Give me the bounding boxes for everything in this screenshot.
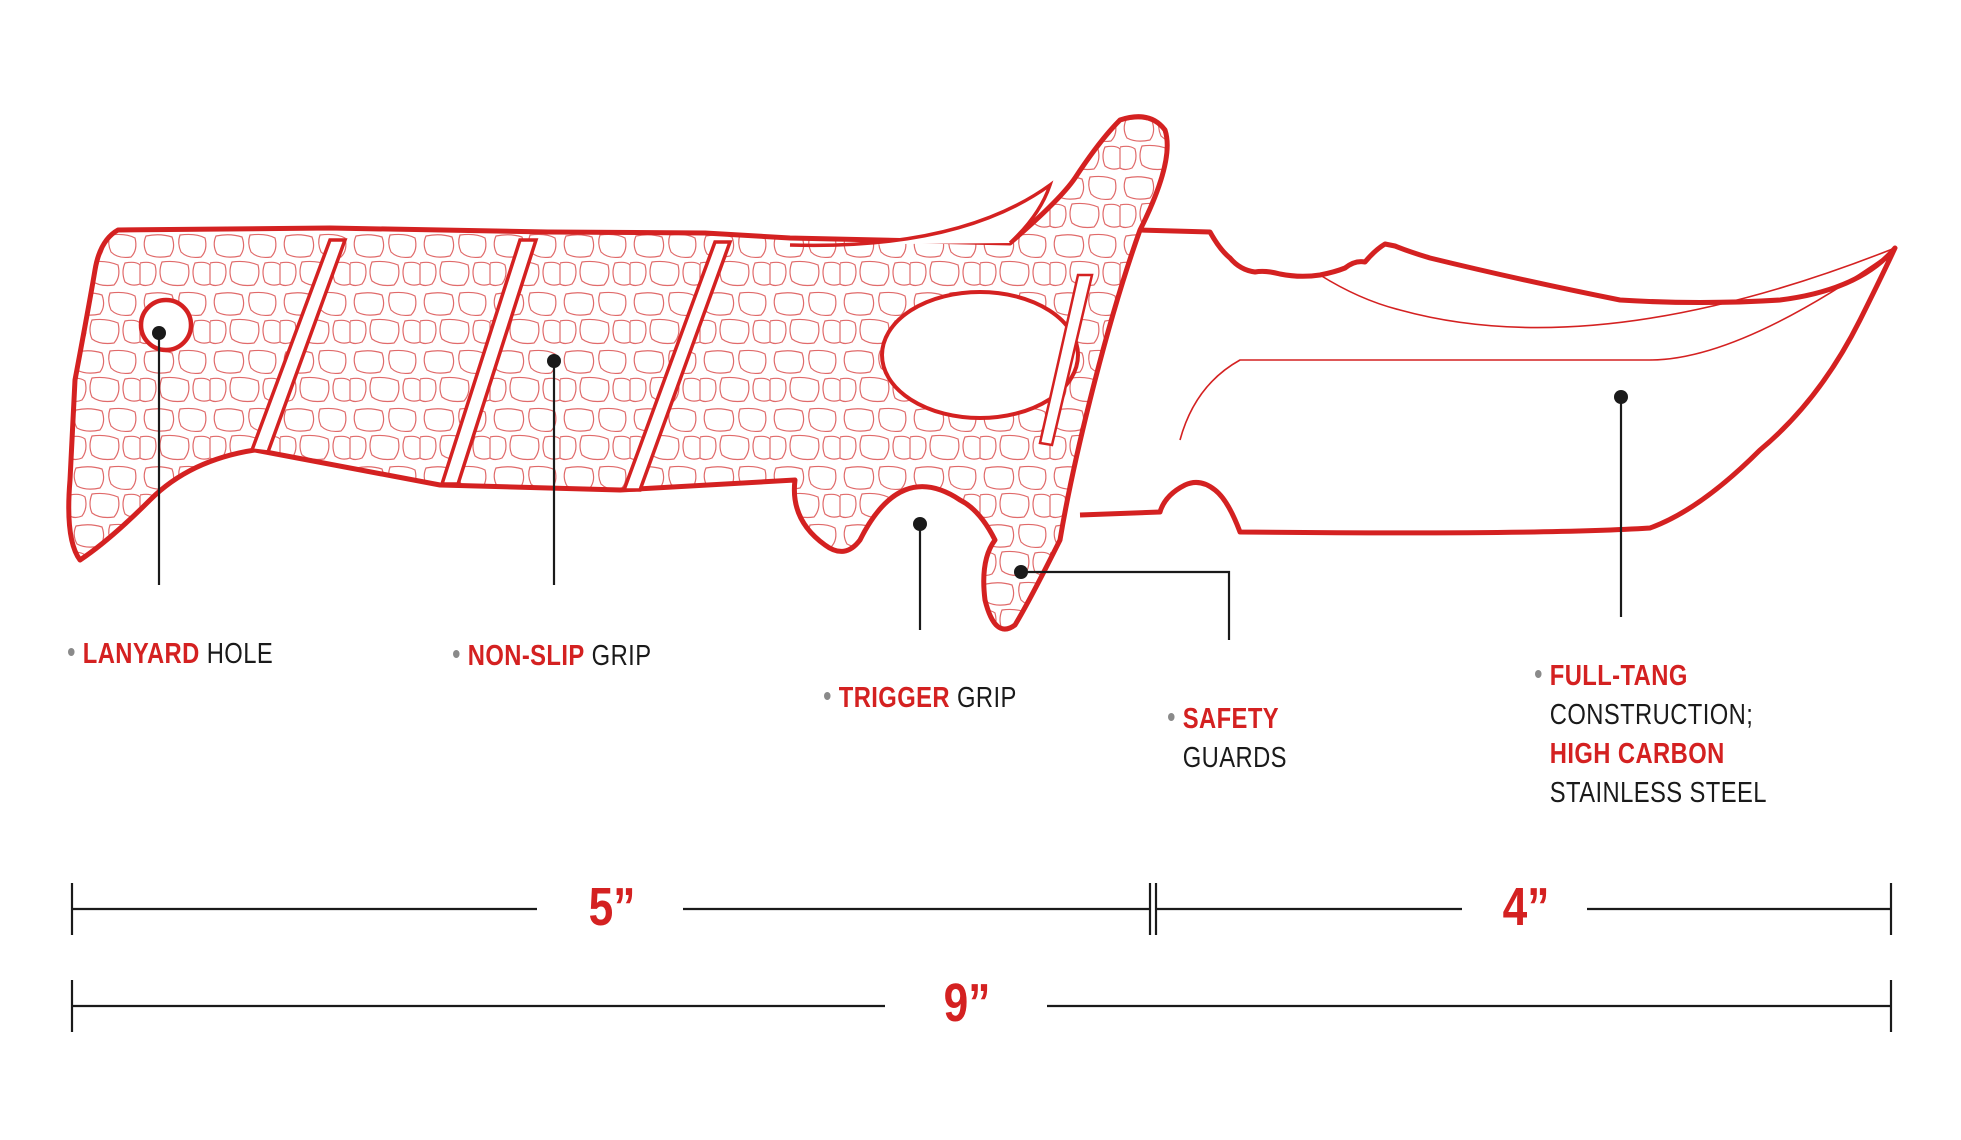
blade-outline <box>1079 227 1898 536</box>
callout-highlight: LANYARD <box>82 638 200 670</box>
bullet-icon <box>824 692 831 701</box>
overall-length-label: 9” <box>943 973 991 1033</box>
callout-safety-guards: SAFETY GUARDS <box>1168 700 1287 778</box>
bullet-icon <box>1168 713 1175 722</box>
grip-band-1 <box>249 238 348 454</box>
grip-band-2 <box>439 238 539 486</box>
callout-full-tang: FULL-TANG CONSTRUCTION; HIGH CARBON STAI… <box>1535 657 1767 813</box>
callout-highlight: SAFETY <box>1182 703 1280 735</box>
callout-non-slip-grip: NON-SLIP GRIP <box>453 637 651 676</box>
callout-text: GRIP <box>591 640 652 672</box>
callout-text: CONSTRUCTION; <box>1549 699 1754 731</box>
safety-marker <box>1014 565 1028 579</box>
callout-highlight: TRIGGER <box>838 682 950 714</box>
callout-text: HOLE <box>206 638 274 670</box>
blade-grind-line <box>1179 249 1896 441</box>
leader-lines <box>157 335 1623 640</box>
blade-length-label: 4” <box>1502 877 1550 937</box>
non-slip-marker <box>547 354 561 368</box>
bullet-icon <box>1535 670 1542 679</box>
callout-text: GRIP <box>956 682 1017 714</box>
leader-dots <box>152 326 1628 579</box>
thumb-oval <box>880 290 1080 420</box>
callout-text: GUARDS <box>1182 742 1287 774</box>
trigger-marker <box>913 517 927 531</box>
dimension-lines <box>70 883 1893 1032</box>
callout-lanyard-hole: LANYARD HOLE <box>68 635 273 674</box>
grip-band-3 <box>621 240 733 492</box>
full-tang-marker <box>1614 390 1628 404</box>
callout-trigger-grip: TRIGGER GRIP <box>824 679 1017 718</box>
blade-bevel-line <box>1319 247 1896 329</box>
handle-outline <box>66 114 1170 632</box>
handle-length-label: 5” <box>588 877 636 937</box>
guard-groove <box>789 180 1054 248</box>
callout-highlight-2: HIGH CARBON <box>1549 738 1725 770</box>
handle <box>66 114 1170 632</box>
lanyard-marker <box>152 326 166 340</box>
callout-highlight: NON-SLIP <box>467 640 585 672</box>
callout-text-2: STAINLESS STEEL <box>1549 777 1767 809</box>
blade <box>1079 227 1898 536</box>
bullet-icon <box>453 650 460 659</box>
guard-slot <box>1038 273 1094 447</box>
bullet-icon <box>68 648 75 657</box>
callout-highlight: FULL-TANG <box>1549 660 1688 692</box>
lanyard-hole <box>138 297 194 353</box>
